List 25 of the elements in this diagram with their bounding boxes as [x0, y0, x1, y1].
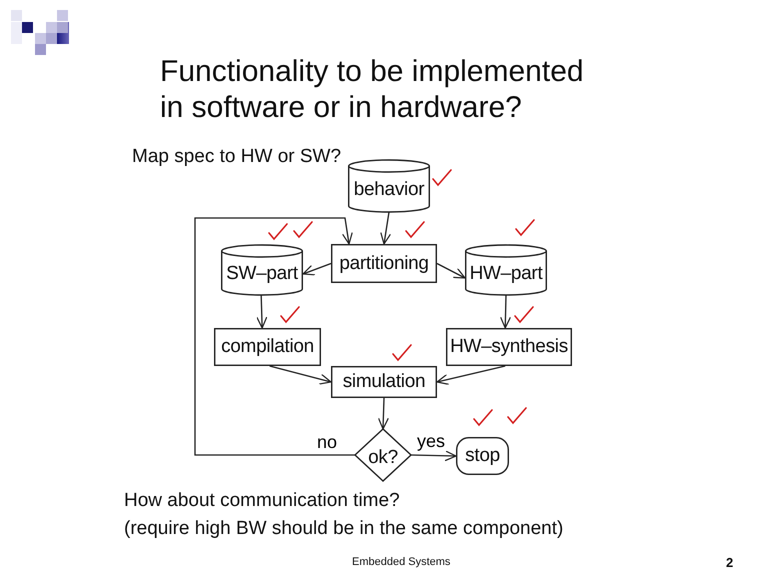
arrow: [436, 262, 466, 279]
footer-text: Embedded Systems: [352, 556, 450, 568]
arrow: [380, 212, 392, 245]
storage-cylinder: behavior: [348, 160, 430, 212]
slide-title: Functionality to be implemented in software or in hardware?: [160, 54, 585, 126]
arrow: [269, 365, 332, 385]
page-number: 2: [726, 555, 734, 570]
question-text: Map spec to HW or SW?: [132, 146, 342, 168]
note-text: (require high BW should be in the same component): [124, 518, 564, 540]
arrow: [378, 398, 389, 430]
storage-cylinder: SW–part: [221, 245, 303, 295]
question-text: How about communication time?: [124, 490, 400, 512]
process-box: compilation: [214, 328, 321, 366]
arrow: [302, 262, 332, 276]
arrow: [436, 365, 506, 385]
process-box: simulation: [331, 366, 437, 398]
process-box: HW–synthesis: [446, 328, 572, 366]
process-box: partitioning: [331, 244, 437, 283]
arrow: [194, 217, 355, 456]
arrow: [256, 294, 268, 329]
storage-cylinder: HW–part: [465, 245, 547, 295]
decision-diamond: ok?: [355, 429, 411, 481]
arrow: [410, 450, 457, 462]
terminal-box: stop: [456, 437, 509, 475]
arrow: [500, 294, 512, 329]
